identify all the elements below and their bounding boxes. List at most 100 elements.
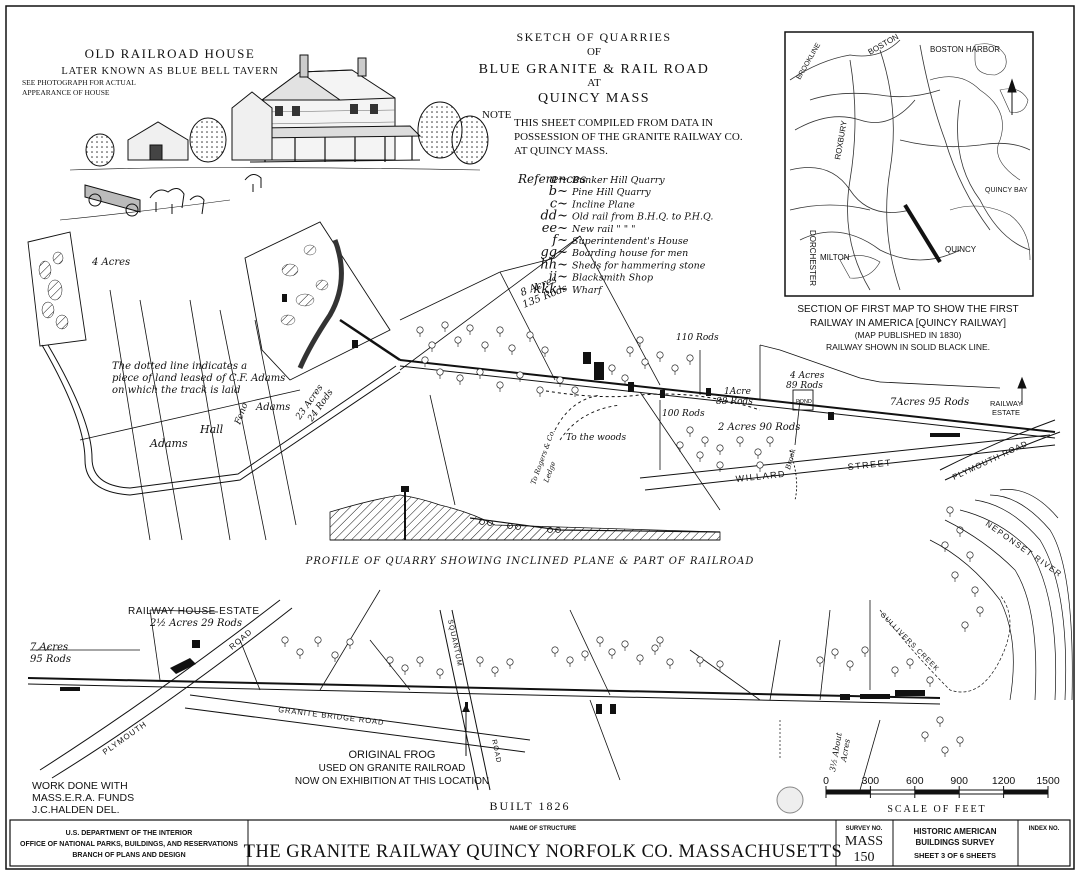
tree-icon [566, 656, 574, 664]
name-of-structure-label: NAME OF STRUCTURE [510, 826, 576, 832]
neponset-river [929, 489, 1073, 701]
squantum-label: SQUANTUM [446, 619, 463, 667]
owner-adams-1: Adams [149, 437, 188, 450]
tree-icon [696, 451, 704, 459]
house-illustration [59, 54, 489, 221]
tree-icon [906, 658, 914, 666]
tree-icon [516, 371, 524, 379]
sheet-border [5, 5, 1075, 870]
label-4-acres: 4 Acres [91, 257, 130, 268]
survey-no-2: 150 [854, 850, 875, 865]
dotted-note-3: on which the track is laid [112, 385, 240, 396]
footer-title-block: U.S. DEPARTMENT OF THE INTERIOR OFFICE O… [9, 819, 1071, 867]
note-line-2: POSSESSION OF THE GRANITE RAILWAY CO. [514, 131, 743, 143]
reference-text: Pine Hill Quarry [571, 187, 651, 198]
granite-bridge-label: GRANITE BRIDGE ROAD [278, 705, 385, 727]
tree-icon [861, 646, 869, 654]
inset-frame [784, 31, 1034, 297]
inset-map: BOSTON BOSTON HARBOR BROOKLINE ROXBURY D… [784, 31, 1034, 352]
built-date: BUILT 1826 [489, 799, 570, 813]
dotted-lease-line [539, 389, 761, 411]
pine-hill-quarry-face [297, 239, 344, 369]
tree-icon [556, 376, 564, 384]
old-rail-dd [41, 344, 401, 496]
plymouth-road-upper: PLYMOUTH ROAD [951, 439, 1029, 482]
reference-key: b~ [549, 184, 568, 199]
tree-icon [651, 644, 659, 652]
parcel-1-rods: 88 Rods [716, 397, 753, 407]
scale-tick-label: 300 [862, 775, 880, 787]
tree-icon [941, 746, 949, 754]
tree-icon [656, 636, 664, 644]
tree-icon [436, 668, 444, 676]
tree-icon [526, 331, 534, 339]
credit-line-3: J.C.HALDEN DEL. [32, 804, 120, 816]
scale-bar-segment [914, 790, 960, 794]
tree-icon [636, 336, 644, 344]
tree-icon [608, 648, 616, 656]
tree-icon [491, 666, 499, 674]
tree-icon [656, 351, 664, 359]
tree-icon [756, 461, 764, 469]
tree-icon [456, 374, 464, 382]
tree-icon [716, 461, 724, 469]
credit-line-2: MASS.E.R.A. FUNDS [32, 792, 134, 804]
railway-estate-1: RAILWAY [990, 399, 1022, 408]
tree-icon [331, 651, 339, 659]
tree-icon [541, 346, 549, 354]
scale-tick-label: 0 [823, 775, 829, 787]
tree-icon [891, 666, 899, 674]
note-line-3: AT QUINCY MASS. [514, 145, 608, 157]
tree-icon [961, 621, 969, 629]
inset-place-boston-harbor: BOSTON HARBOR [930, 45, 1000, 54]
profile-caption: PROFILE OF QUARRY SHOWING INCLINED PLANE… [305, 556, 755, 567]
upper-map [27, 221, 1073, 701]
willard-street [644, 444, 1056, 491]
title-line-3: BLUE GRANITE & RAIL ROAD [479, 62, 710, 77]
tree-icon [936, 716, 944, 724]
title-line-5: QUINCY MASS [538, 91, 650, 106]
tree-icon [946, 506, 954, 514]
neponset-label: NEPONSET RIVER [984, 519, 1064, 579]
tree-icon [596, 636, 604, 644]
title-line-4: AT [587, 77, 601, 89]
scale-label: SCALE OF FEET [887, 804, 986, 815]
willard-label: WILLARD [735, 469, 786, 484]
tree-icon [686, 426, 694, 434]
tree-icon [496, 381, 504, 389]
agency-line-3: BRANCH OF PLANS AND DESIGN [72, 852, 185, 859]
quarry-profile: PROFILE OF QUARRY SHOWING INCLINED PLANE… [305, 486, 755, 567]
railway-house-label: RAILWAY HOUSE ESTATE [128, 606, 260, 617]
title-line-2: OF [587, 46, 601, 58]
tree-icon [696, 656, 704, 664]
reference-text: New rail " " " [571, 224, 636, 235]
agency-line-2: OFFICE OF NATIONAL PARKS, BUILDINGS, AND… [20, 841, 238, 848]
reference-text: Bunker Hill Quarry [571, 175, 665, 186]
lower-parcel-7-acres: 7 Acres [30, 642, 68, 653]
tree-icon [921, 731, 929, 739]
inset-caption-4: RAILWAY SHOWN IN SOLID BLACK LINE. [826, 342, 990, 352]
tree-icon [701, 436, 709, 444]
reference-text: Sheds for hammering stone [572, 260, 706, 271]
tree-icon [454, 336, 462, 344]
inset-roads [789, 39, 1031, 291]
tree-icon [428, 341, 436, 349]
tree-icon [951, 571, 959, 579]
reference-key: gg~ [540, 245, 568, 260]
tree-icon [766, 436, 774, 444]
reference-text: Blacksmith Shop [571, 273, 653, 284]
title-line-1: SKETCH OF QUARRIES [516, 30, 671, 44]
scale-bar-segment [1003, 790, 1048, 794]
tree-icon [676, 441, 684, 449]
dotted-note-2: piece of land leased of C.F. Adams [112, 373, 285, 384]
tree-icon [608, 364, 616, 372]
tree-icon [421, 356, 429, 364]
reference-key: a~ [549, 172, 568, 187]
house-note-2: APPEARANCE OF HOUSE [22, 88, 110, 97]
tree-icon [436, 368, 444, 376]
tree-icon [621, 640, 629, 648]
dotted-note-1: The dotted line indicates a [112, 361, 247, 372]
tree-icon [926, 676, 934, 684]
references-heading: References [517, 172, 586, 186]
tree-icon [976, 606, 984, 614]
